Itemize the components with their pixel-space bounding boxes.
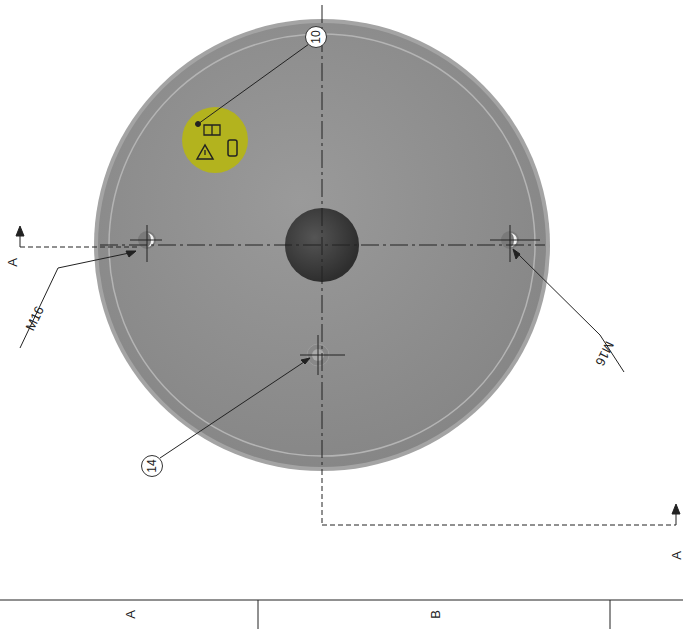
zone-letter: A	[123, 610, 136, 619]
callout-number: 14	[146, 459, 158, 472]
warning-sticker	[182, 107, 248, 173]
center-lines	[100, 5, 545, 470]
thread-size: M16	[593, 339, 616, 367]
section-line	[16, 226, 680, 525]
section-letter: A	[5, 258, 18, 267]
leader-lines	[20, 44, 624, 458]
section-letter: A	[669, 551, 682, 560]
zone-letter: B	[428, 610, 441, 619]
callout-circle: 10	[305, 26, 327, 48]
thread-size: M16	[23, 304, 46, 332]
title-frame	[0, 600, 683, 629]
callout-circle: 14	[141, 455, 163, 477]
callout-number: 10	[310, 30, 322, 43]
threaded-holes	[138, 231, 519, 366]
